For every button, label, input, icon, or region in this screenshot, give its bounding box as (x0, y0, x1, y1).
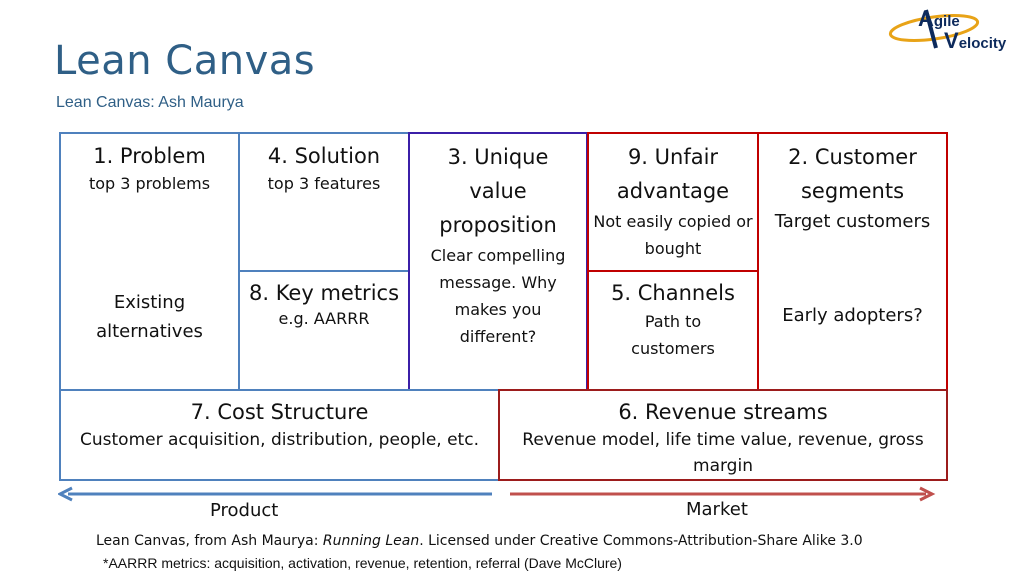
uvp-box: 3. Unique value proposition Clear compel… (408, 132, 588, 391)
customer-segments-early-adopters: Early adopters? (782, 305, 923, 326)
aarrr-footnote: *AARRR metrics: acquisition, activation,… (103, 555, 622, 571)
customer-segments-subtitle: Target customers (774, 211, 931, 232)
market-arrow-icon (510, 486, 936, 502)
unfair-advantage-box: 9. Unfair advantage Not easily copied or… (587, 132, 759, 272)
problem-box: 1. Problem top 3 problems Existing alter… (59, 132, 240, 391)
problem-title: 1. Problem (93, 144, 206, 168)
unfair-advantage-subtitle: Not easily copied or bought (593, 212, 753, 258)
key-metrics-subtitle: e.g. AARRR (278, 309, 370, 328)
uvp-title: 3. Unique value proposition (439, 145, 557, 237)
cost-structure-subtitle: Customer acquisition, distribution, peop… (80, 430, 479, 450)
page-subtitle: Lean Canvas: Ash Maurya (56, 94, 244, 111)
logo-swoosh-icon (888, 9, 980, 49)
license-footnote: Lean Canvas, from Ash Maurya: Running Le… (96, 533, 863, 549)
page-title: Lean Canvas (54, 38, 316, 84)
logo-word-velocity: Velocity (944, 28, 1007, 53)
revenue-streams-title: 6. Revenue streams (618, 400, 828, 424)
solution-title: 4. Solution (267, 144, 381, 168)
cost-structure-box: 7. Cost Structure Customer acquisition, … (59, 389, 500, 481)
customer-segments-title: 2. Customer segments (788, 145, 917, 203)
uvp-subtitle: Clear compelling message. Why makes you … (430, 246, 566, 346)
revenue-streams-subtitle: Revenue model, life time value, revenue,… (522, 430, 924, 476)
agile-velocity-logo: Agile Velocity (886, 4, 1018, 53)
unfair-advantage-title: 9. Unfair advantage (616, 145, 730, 203)
market-label: Market (686, 499, 748, 520)
solution-box: 4. Solution top 3 features (238, 132, 410, 272)
channels-box: 5. Channels Path to customers (587, 270, 759, 391)
product-arrow-icon (58, 486, 492, 502)
channels-title: 5. Channels (611, 281, 735, 305)
channels-subtitle: Path to customers (631, 312, 715, 358)
solution-subtitle: top 3 features (267, 174, 381, 193)
key-metrics-box: 8. Key metrics e.g. AARRR (238, 270, 410, 391)
key-metrics-title: 8. Key metrics (248, 281, 400, 305)
revenue-streams-box: 6. Revenue streams Revenue model, life t… (498, 389, 948, 481)
cost-structure-title: 7. Cost Structure (190, 400, 369, 424)
customer-segments-box: 2. Customer segments Target customers Ea… (757, 132, 948, 391)
problem-subtitle: top 3 problems (88, 174, 211, 193)
logo-word-agile: Agile (918, 6, 960, 31)
problem-existing-alternatives: Existing alternatives (96, 292, 203, 342)
product-label: Product (210, 500, 279, 521)
